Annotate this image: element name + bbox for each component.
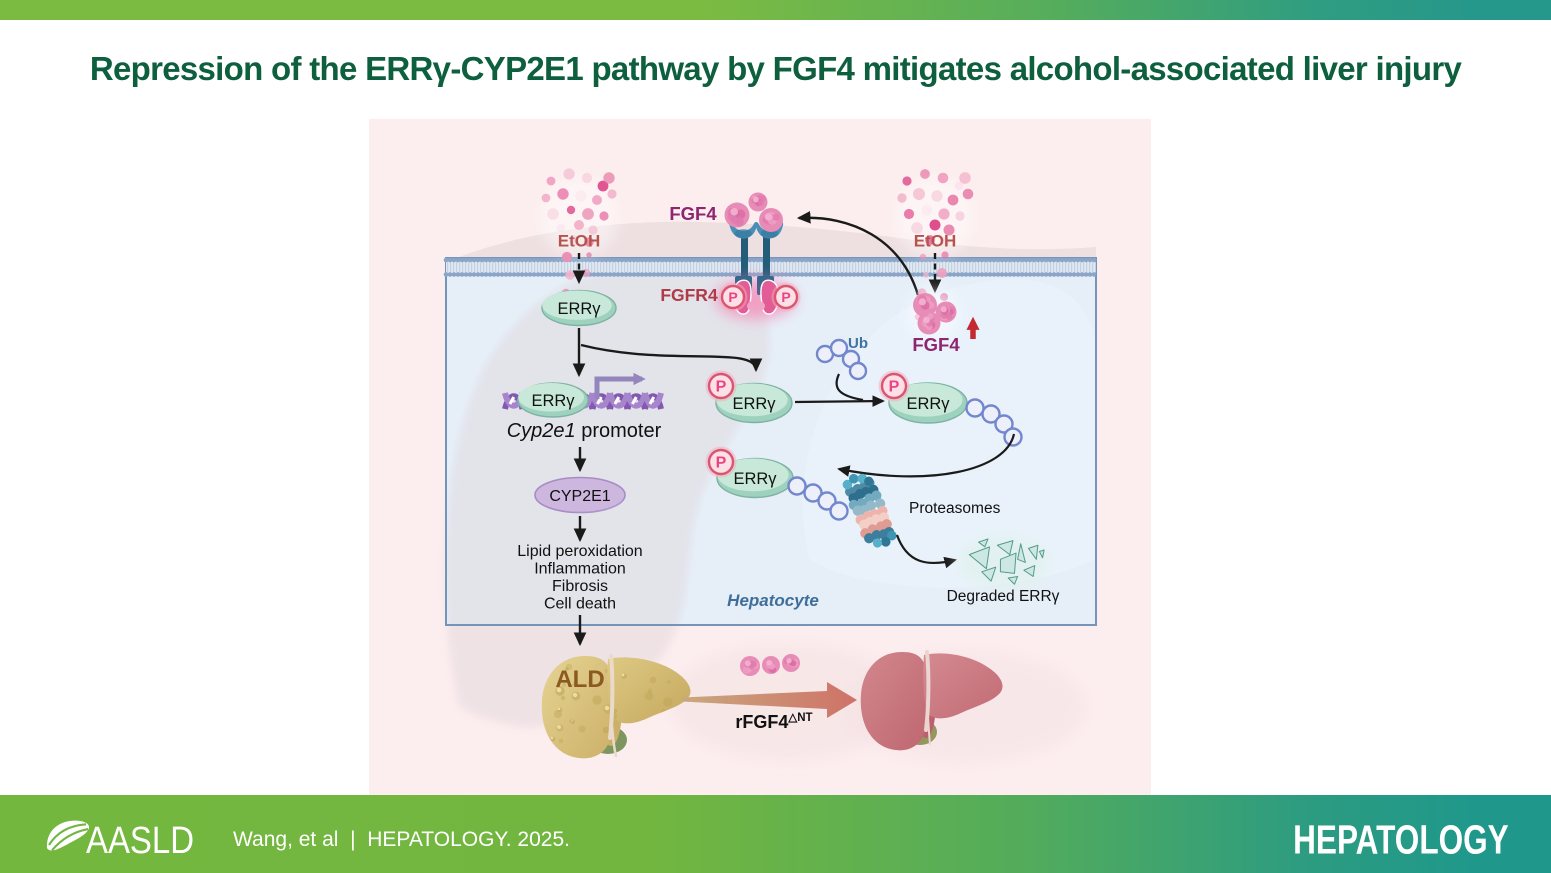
svg-text:EtOH: EtOH	[558, 232, 601, 251]
svg-text:Lipid peroxidation: Lipid peroxidation	[517, 543, 642, 560]
svg-text:Fibrosis: Fibrosis	[552, 578, 608, 595]
svg-text:Inflammation: Inflammation	[534, 561, 626, 578]
svg-text:ERRγ: ERRγ	[557, 300, 601, 318]
svg-text:P: P	[781, 289, 790, 305]
svg-text:FGF4: FGF4	[912, 334, 960, 355]
svg-text:P: P	[889, 379, 900, 396]
svg-text:Cyp2e1 promoter: Cyp2e1 promoter	[507, 420, 662, 442]
svg-text:Hepatocyte: Hepatocyte	[727, 591, 819, 610]
svg-text:EtOH: EtOH	[914, 232, 957, 251]
svg-text:ERRγ: ERRγ	[531, 392, 575, 410]
svg-text:P: P	[716, 379, 727, 396]
svg-text:P: P	[728, 289, 737, 305]
svg-text:ERRγ: ERRγ	[906, 395, 950, 413]
svg-text:ALD: ALD	[555, 666, 604, 693]
svg-text:FGF4: FGF4	[669, 203, 717, 224]
svg-text:Ub: Ub	[848, 335, 868, 352]
svg-text:CYP2E1: CYP2E1	[549, 488, 610, 505]
svg-text:Cell death: Cell death	[544, 596, 616, 613]
svg-text:AASLD: AASLD	[86, 820, 194, 858]
svg-text:ERRγ: ERRγ	[732, 395, 776, 413]
svg-text:P: P	[716, 455, 727, 472]
svg-text:FGFR4: FGFR4	[660, 285, 718, 305]
svg-text:Proteasomes: Proteasomes	[909, 500, 1001, 517]
svg-text:ERRγ: ERRγ	[733, 470, 777, 488]
svg-text:Degraded ERRγ: Degraded ERRγ	[947, 588, 1060, 605]
